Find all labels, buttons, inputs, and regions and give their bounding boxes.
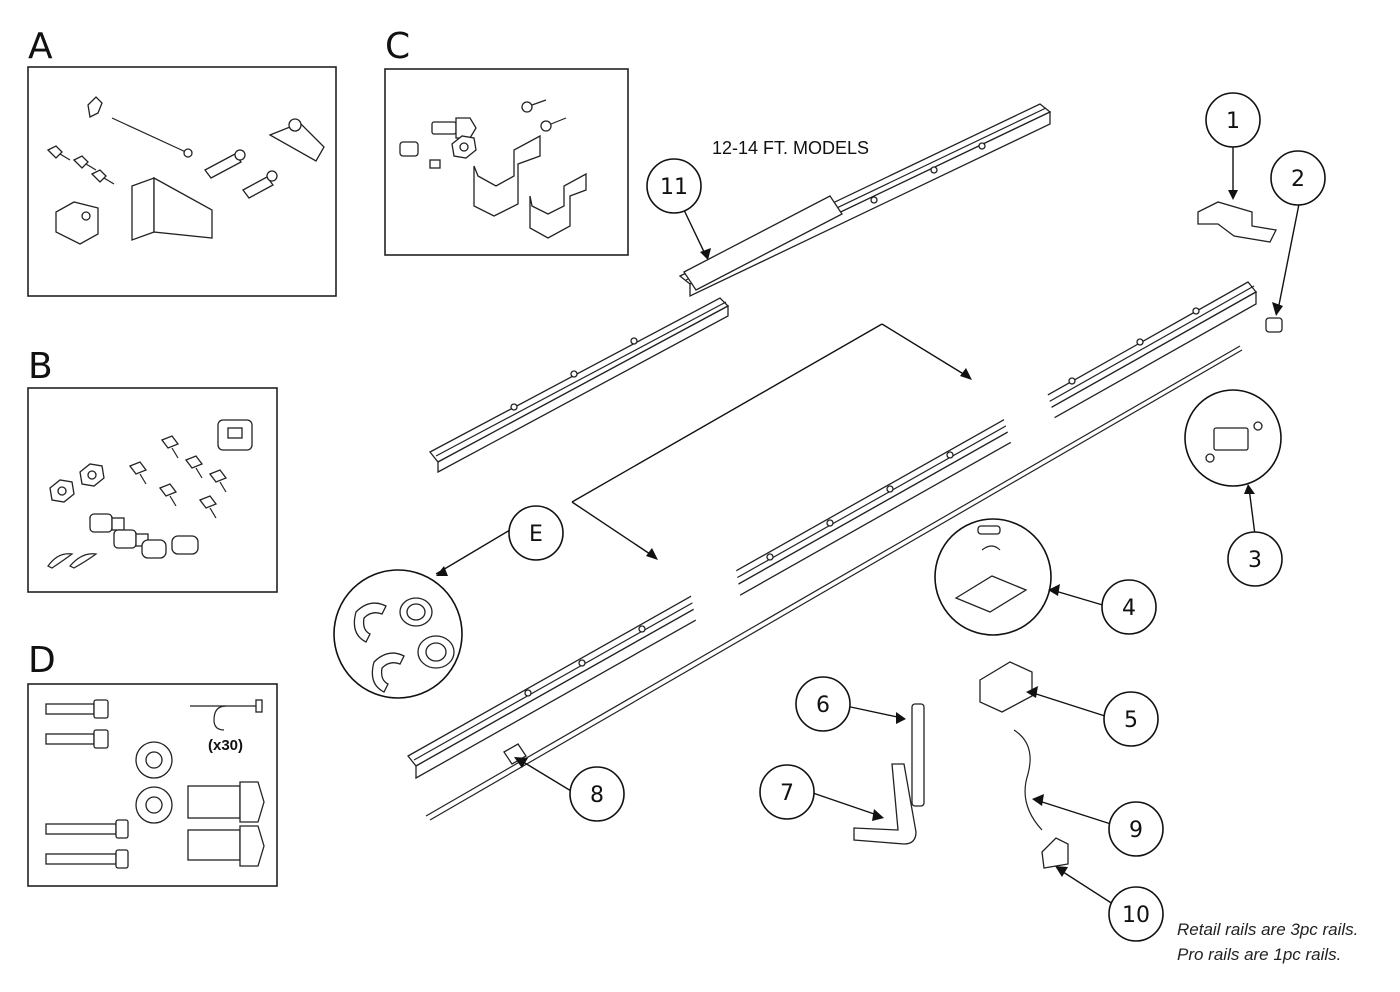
callout-7-label: 7 xyxy=(780,781,794,806)
callout-10: 10 xyxy=(1108,886,1164,942)
bolt-icon xyxy=(431,117,477,139)
screw-icon xyxy=(158,483,178,507)
screw-icon xyxy=(46,145,71,161)
staple-count: (x30) xyxy=(208,737,243,754)
bracket-icon xyxy=(131,176,213,241)
screw-icon xyxy=(208,469,228,493)
screw-icon xyxy=(184,455,204,479)
bracket-icon xyxy=(529,172,587,239)
rail-break-gap xyxy=(1000,382,1060,460)
nut-icon xyxy=(79,463,105,487)
trolley-arm-icon xyxy=(268,118,325,162)
screw-icon xyxy=(90,169,115,185)
pin-icon xyxy=(141,539,167,559)
pin-icon xyxy=(171,535,199,555)
lag-screw-icon xyxy=(45,819,129,839)
hairpin-clip-icon xyxy=(47,553,74,569)
nut-icon xyxy=(49,479,75,503)
models-label: 12-14 FT. MODELS xyxy=(712,138,869,158)
key-icon xyxy=(429,159,441,169)
screw-icon xyxy=(521,99,547,113)
lag-screw-icon xyxy=(45,729,109,749)
hairpin-clip-icon xyxy=(69,553,98,569)
kit-a-box xyxy=(27,66,337,297)
emergency-release-tag-part xyxy=(1041,837,1069,869)
leader-lines xyxy=(435,144,1301,907)
callout-2-label: 2 xyxy=(1291,167,1305,192)
bushing-detail-circle xyxy=(333,569,463,699)
kit-a-parts xyxy=(46,96,325,245)
callout-11-label: 11 xyxy=(660,175,688,200)
header-bracket-part xyxy=(1197,201,1277,243)
screw-icon xyxy=(72,155,97,171)
kit-a-label: A xyxy=(28,26,53,67)
kit-b-label: B xyxy=(28,346,53,387)
kit-d-label: D xyxy=(28,640,56,681)
bolt-icon xyxy=(89,513,125,533)
note-line-1: Retail rails are 3pc rails. xyxy=(1177,920,1358,939)
screw-icon xyxy=(540,117,567,132)
spacer-icon xyxy=(217,419,253,451)
callout-6-label: 6 xyxy=(816,693,830,718)
trolley-carriage-part xyxy=(979,661,1033,713)
callout-e: E xyxy=(508,505,564,561)
washer-icon xyxy=(135,786,173,824)
washer-icon xyxy=(135,741,173,779)
callout-9: 9 xyxy=(1108,801,1164,857)
callout-8: 8 xyxy=(569,766,625,822)
screw-icon xyxy=(198,495,218,519)
clevis-pin-icon xyxy=(242,170,278,199)
nut-icon xyxy=(451,135,477,159)
belt-part xyxy=(1013,729,1043,831)
callout-6: 6 xyxy=(795,676,851,732)
rail-bottom-rod xyxy=(425,345,1243,821)
clevis-pin-icon xyxy=(204,149,246,179)
lag-screw-icon xyxy=(45,849,129,869)
screw-icon xyxy=(160,435,180,459)
callout-1-label: 1 xyxy=(1226,109,1240,134)
callout-5-label: 5 xyxy=(1124,708,1138,733)
carriage-bolt-icon xyxy=(187,825,265,867)
note-line-2: Pro rails are 1pc rails. xyxy=(1177,945,1341,964)
callout-4-label: 4 xyxy=(1122,596,1136,621)
rail-upper-left xyxy=(429,297,730,474)
callout-e-label: E xyxy=(529,522,543,547)
screw-icon xyxy=(128,461,148,485)
kit-c-parts xyxy=(399,99,587,239)
rail-bracket-11 xyxy=(683,195,843,291)
kit-c-label: C xyxy=(385,26,410,67)
callout-3-label: 3 xyxy=(1248,548,1262,573)
staple-icon xyxy=(190,699,263,731)
rail-holes xyxy=(510,142,1200,697)
callout-5: 5 xyxy=(1103,691,1159,747)
door-arm-part xyxy=(853,763,917,845)
callout-9-label: 9 xyxy=(1129,818,1143,843)
kit-d-parts: (x30) xyxy=(45,699,265,869)
carriage-bolt-icon xyxy=(187,781,265,823)
clevis-pin-clip-icon xyxy=(87,96,103,118)
callout-7: 7 xyxy=(759,764,815,820)
bracket-icon xyxy=(55,201,99,245)
set-screw-icon xyxy=(399,141,419,157)
trolley-parts-detail xyxy=(934,518,1052,636)
door-bracket-part xyxy=(911,703,925,807)
callout-3: 3 xyxy=(1227,531,1283,587)
callout-2: 2 xyxy=(1270,150,1326,206)
callout-1: 1 xyxy=(1205,92,1261,148)
callout-10-label: 10 xyxy=(1122,903,1150,928)
bracket-icon xyxy=(473,134,541,217)
callout-4: 4 xyxy=(1101,579,1157,635)
callout-11: 11 xyxy=(646,158,702,214)
pulley-assembly-detail xyxy=(1184,389,1282,487)
callout-8-label: 8 xyxy=(590,783,604,808)
bushing-part xyxy=(1265,317,1283,333)
kit-c-box xyxy=(384,68,629,256)
rail-break-gap xyxy=(688,556,744,642)
lag-screw-icon xyxy=(45,699,109,719)
kit-b-parts xyxy=(47,419,253,569)
